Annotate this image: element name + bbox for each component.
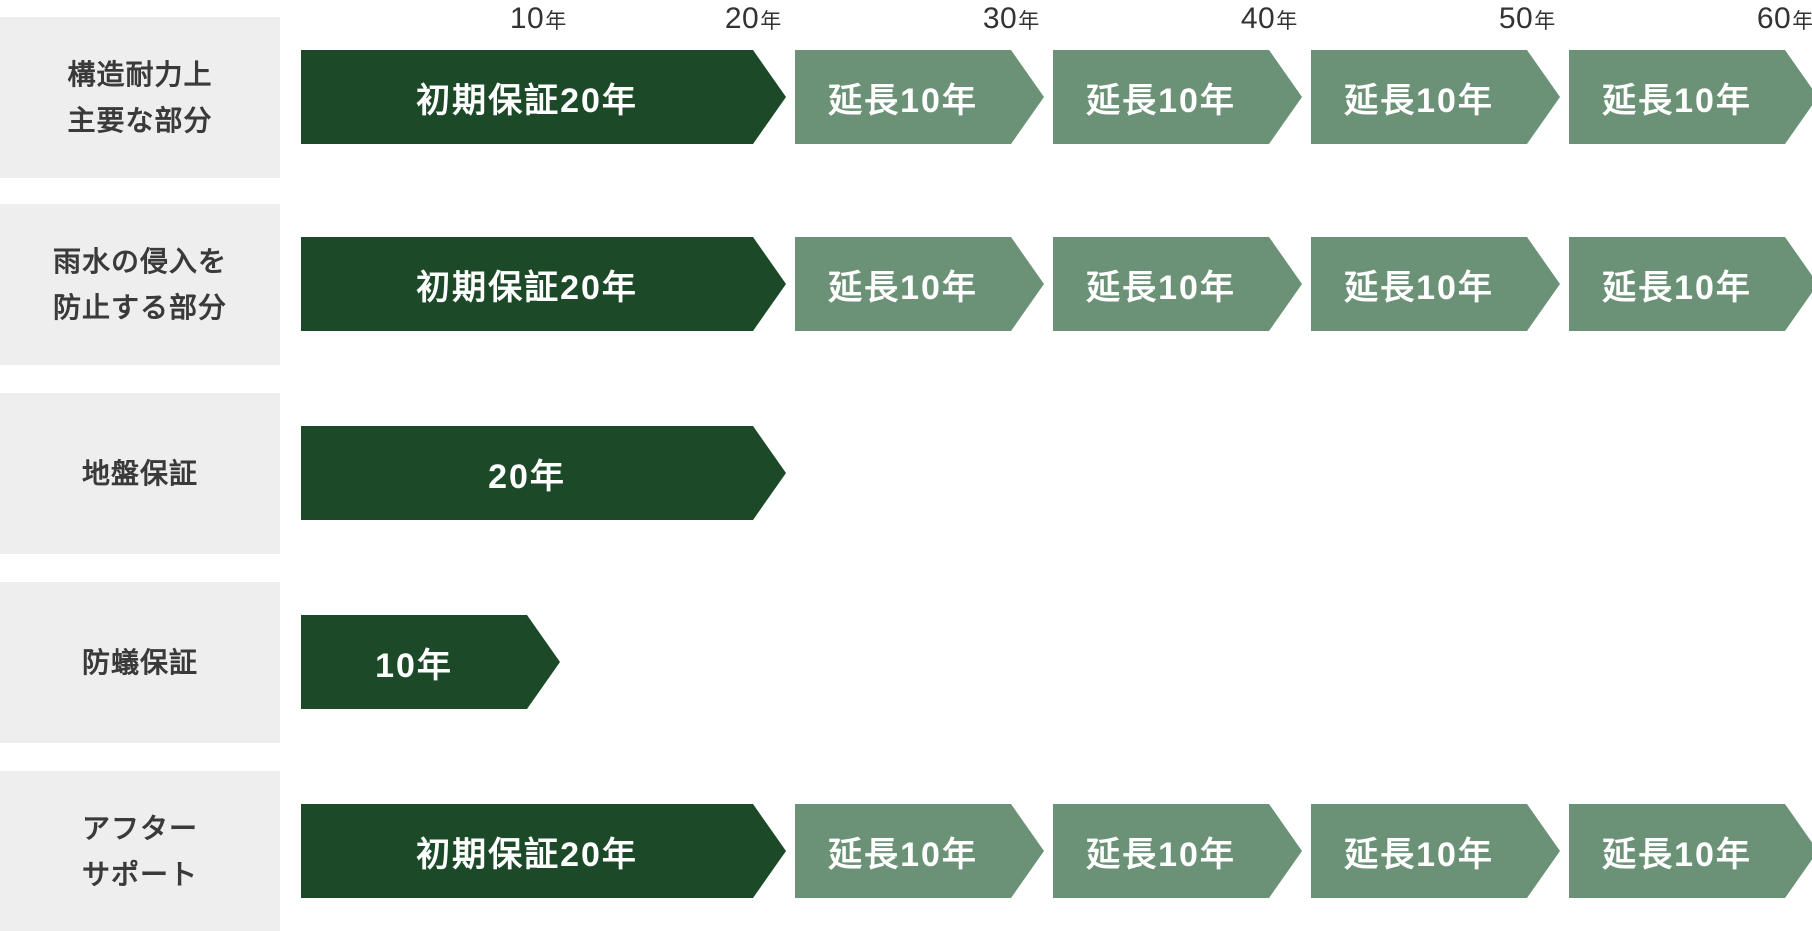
bar-extension-4: 延長10年: [1569, 50, 1812, 144]
tick-unit: 年: [545, 10, 567, 33]
bar-label: 初期保証20年: [416, 835, 638, 874]
bar-label: 延長10年: [828, 81, 978, 120]
row-label-line: 雨水の侵入を: [52, 245, 227, 277]
tick-value: 40: [1240, 2, 1276, 35]
row-label-termite-warranty: 防蟻保証: [0, 582, 280, 743]
bar-extension-2: 延長10年: [1053, 804, 1302, 898]
bar-extension-2: 延長10年: [1053, 50, 1302, 144]
bar-label: 延長10年: [1602, 268, 1752, 307]
row-label-line: 主要な部分: [67, 104, 213, 136]
tick-unit: 年: [1792, 10, 1812, 33]
row-label-after-support: アフター サポート: [0, 771, 280, 931]
row-label-line: 地盤保証: [81, 457, 198, 489]
tick-unit: 年: [1276, 10, 1298, 33]
row-label-rainwater-prevention: 雨水の侵入を 防止する部分: [0, 204, 280, 365]
bar-extension-2: 延長10年: [1053, 237, 1302, 331]
bar-extension-3: 延長10年: [1311, 50, 1560, 144]
tick-value: 50: [1498, 2, 1534, 35]
bar-label: 延長10年: [1602, 835, 1752, 874]
bar-initial-warranty: 初期保証20年: [301, 50, 786, 144]
bar-extension-4: 延長10年: [1569, 804, 1812, 898]
bar-label: 延長10年: [828, 835, 978, 874]
row-label-line: 防止する部分: [52, 291, 227, 323]
tick-value: 10: [509, 2, 545, 35]
bar-label: 延長10年: [1344, 835, 1494, 874]
bar-10-years: 10年: [301, 615, 560, 709]
bar-label: 10年: [375, 646, 453, 685]
row-label-line: アフター: [81, 812, 198, 844]
bar-label: 延長10年: [828, 268, 978, 307]
row-label-line: サポート: [81, 858, 198, 890]
bar-extension-1: 延長10年: [795, 237, 1044, 331]
row-rainwater-prevention: 雨水の侵入を 防止する部分 初期保証20年 延長10年 延長10年 延長10年 …: [0, 204, 1812, 365]
row-label-ground-warranty: 地盤保証: [0, 393, 280, 554]
bar-extension-1: 延長10年: [795, 804, 1044, 898]
row-after-support: アフター サポート 初期保証20年 延長10年 延長10年 延長10年 延長10…: [0, 771, 1812, 931]
tick-value: 30: [982, 2, 1018, 35]
row-label-line: 構造耐力上: [67, 58, 213, 90]
bar-initial-warranty: 初期保証20年: [301, 237, 786, 331]
bar-label: 初期保証20年: [416, 268, 638, 307]
bar-label: 延長10年: [1602, 81, 1752, 120]
tick-value: 20: [724, 2, 760, 35]
row-termite-warranty: 防蟻保証 10年: [0, 582, 1812, 743]
bar-20-years: 20年: [301, 426, 786, 520]
row-structural-parts: 構造耐力上 主要な部分 初期保証20年 延長10年 延長10年 延長10年 延長…: [0, 17, 1812, 178]
bar-extension-3: 延長10年: [1311, 804, 1560, 898]
bar-extension-1: 延長10年: [795, 50, 1044, 144]
row-label-structural-parts: 構造耐力上 主要な部分: [0, 17, 280, 178]
bar-extension-3: 延長10年: [1311, 237, 1560, 331]
bar-label: 延長10年: [1344, 81, 1494, 120]
tick-value: 60: [1756, 2, 1792, 35]
bar-label: 延長10年: [1086, 81, 1236, 120]
bar-initial-warranty: 初期保証20年: [301, 804, 786, 898]
tick-unit: 年: [1534, 10, 1556, 33]
row-label-line: 防蟻保証: [81, 646, 198, 678]
bar-label: 20年: [488, 457, 566, 496]
tick-unit: 年: [1018, 10, 1040, 33]
bar-label: 延長10年: [1086, 835, 1236, 874]
bar-label: 初期保証20年: [416, 81, 638, 120]
bar-label: 延長10年: [1086, 268, 1236, 307]
tick-unit: 年: [760, 10, 782, 33]
row-ground-warranty: 地盤保証 20年: [0, 393, 1812, 554]
bar-label: 延長10年: [1344, 268, 1494, 307]
bar-extension-4: 延長10年: [1569, 237, 1812, 331]
